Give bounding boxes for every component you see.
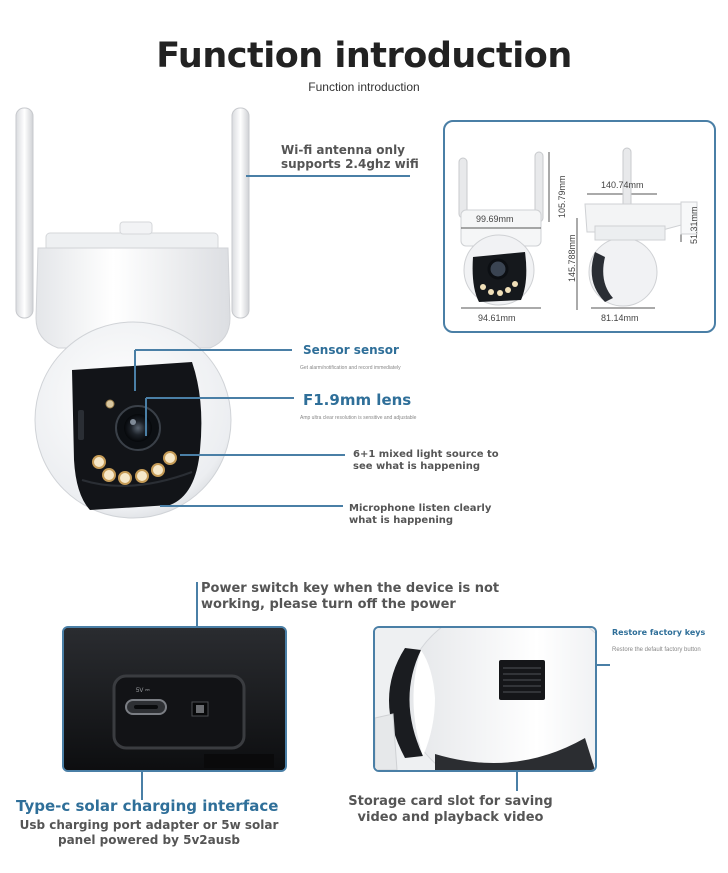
sensor-title: Sensor sensor bbox=[303, 343, 399, 357]
restore-desc: Restore the default factory button bbox=[612, 647, 701, 653]
mic-callout-line2: what is happening bbox=[349, 515, 454, 526]
front-width-label: 99.69mm bbox=[476, 214, 514, 224]
power-switch-line2: working, please turn off the power bbox=[201, 597, 456, 612]
lens-title: F1.9mm lens bbox=[303, 391, 412, 409]
side-width-label: 140.74mm bbox=[601, 180, 644, 190]
antenna-callout-line1: Wi-fi antenna only bbox=[281, 143, 406, 157]
mic-callout: Microphone listen clearly what is happen… bbox=[349, 503, 491, 527]
port-photo: 5V ⎓ bbox=[62, 626, 287, 772]
dimensions-panel: 99.69mm 94.61mm 105.79mm 145.788mm 140.7… bbox=[443, 120, 716, 333]
restore-title: Restore factory keys bbox=[612, 628, 706, 637]
light-callout: 6+1 mixed light source to see what is ha… bbox=[353, 449, 499, 473]
typec-desc: Usb charging port adapter or 5w solar pa… bbox=[14, 818, 284, 848]
side-base-label: 81.14mm bbox=[601, 313, 639, 323]
typec-title: Type-c solar charging interface bbox=[16, 797, 279, 815]
antenna-callout-line2: supports 2.4ghz wifi bbox=[281, 157, 419, 171]
side-depth-label: 51.31mm bbox=[689, 206, 699, 244]
light-callout-line2: see what is happening bbox=[353, 461, 481, 472]
light-callout-line1: 6+1 mixed light source to bbox=[353, 449, 499, 460]
mic-callout-line1: Microphone listen clearly bbox=[349, 503, 492, 514]
power-switch-callout: Power switch key when the device is not … bbox=[201, 581, 499, 613]
side-height-label: 145.788mm bbox=[567, 234, 577, 282]
power-switch-line1: Power switch key when the device is not bbox=[201, 581, 500, 596]
sensor-desc: Get alarm/notification and record immedi… bbox=[300, 365, 401, 371]
storage-photo bbox=[373, 626, 597, 772]
antenna-callout: Wi-fi antenna only supports 2.4ghz wifi bbox=[281, 143, 419, 171]
storage-line2: video and playback video bbox=[357, 810, 544, 825]
typec-desc-line2: panel powered by 5v2ausb bbox=[57, 833, 241, 847]
page-title: Function introduction bbox=[156, 36, 572, 76]
base-width-label: 94.61mm bbox=[478, 313, 516, 323]
lens-desc: Amp ultra clear resolution is sensitive … bbox=[300, 415, 417, 421]
storage-callout: Storage card slot for saving video and p… bbox=[343, 794, 558, 826]
front-height-label: 105.79mm bbox=[557, 175, 567, 218]
typec-desc-line1: Usb charging port adapter or 5w solar bbox=[19, 818, 279, 832]
storage-line1: Storage card slot for saving bbox=[348, 794, 553, 809]
page-subtitle: Function introduction bbox=[308, 80, 420, 94]
port-marking: 5V ⎓ bbox=[136, 688, 150, 694]
